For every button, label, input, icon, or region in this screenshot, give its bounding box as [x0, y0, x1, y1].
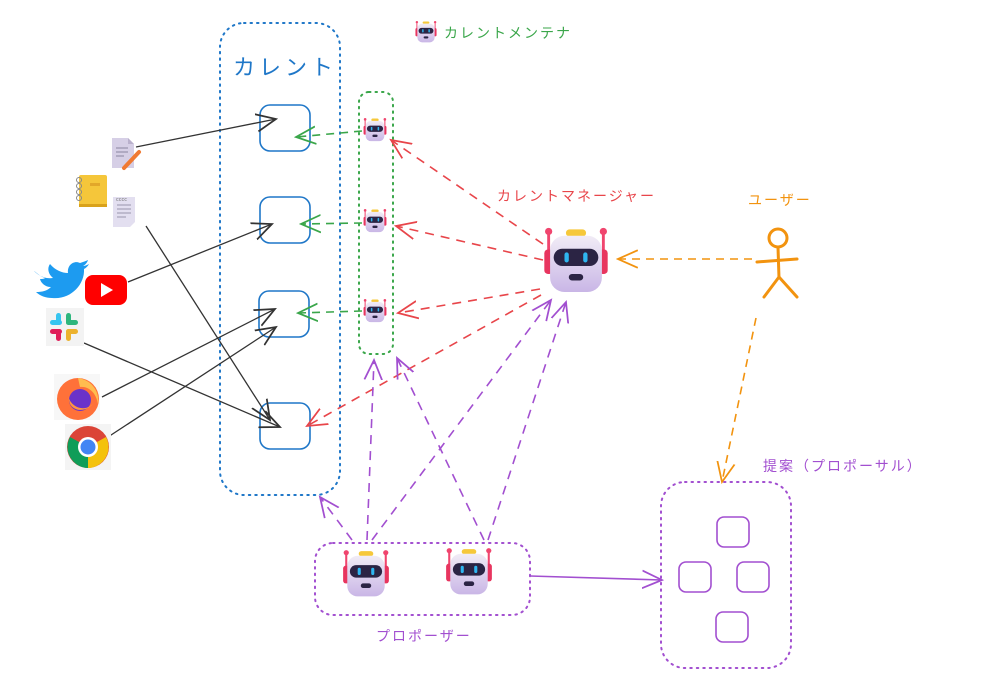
proposal-label: 提案（プロポーサル）	[763, 459, 923, 475]
current-slot[interactable]	[259, 196, 311, 244]
edge-proposer2-to-manager	[487, 302, 566, 541]
twitter-icon	[34, 260, 89, 299]
slack-icon	[46, 308, 84, 346]
edge-manager-to-slot4	[307, 294, 542, 426]
svg-text:cccc: cccc	[116, 197, 127, 203]
maintainer-robot-icon[interactable]	[363, 117, 387, 142]
current-slot[interactable]	[259, 402, 311, 450]
legend-maintainer-label: カレントメンテナ	[444, 26, 572, 42]
edge-user-to-proposal	[722, 317, 757, 482]
proposal-item[interactable]	[716, 516, 750, 548]
chrome-icon	[65, 424, 111, 470]
memo-icon: cccc	[113, 197, 135, 227]
edge-proposer2-to-maintainers	[397, 358, 485, 541]
proposer-robot-icon[interactable]	[445, 547, 493, 596]
edge-manager-to-maintainer3	[398, 288, 541, 313]
legend-robot-icon	[414, 20, 438, 43]
maintainer-edges	[296, 131, 363, 313]
firefox-icon	[54, 374, 100, 420]
edge-doc-to-slot1	[135, 119, 276, 148]
proposal-item[interactable]	[736, 561, 770, 593]
edge-slack-to-slot4	[83, 342, 280, 427]
proposal-item[interactable]	[678, 561, 712, 593]
current-slots	[258, 104, 311, 450]
edge-maintainer1	[296, 131, 363, 137]
manager-robot-icon[interactable]	[542, 226, 610, 294]
proposer-edges	[320, 300, 566, 541]
proposer-container	[314, 542, 531, 616]
user-label: ユーザー	[748, 193, 812, 209]
edge-manager-to-maintainer2	[396, 226, 544, 261]
proposal-item[interactable]	[715, 611, 749, 643]
manager-edges	[307, 140, 544, 426]
edge-firefox-to-slot3	[101, 309, 275, 398]
maintainer-robot-icon[interactable]	[363, 298, 387, 323]
user-stick-figure-icon[interactable]	[755, 227, 799, 299]
current-container	[219, 22, 341, 496]
edge-memo-to-slot4	[145, 225, 270, 420]
edge-maintainer3	[298, 311, 363, 313]
edge-maintainer2	[301, 223, 363, 224]
edge-proposers-to-proposal	[529, 576, 662, 580]
current-slot[interactable]	[259, 104, 311, 152]
proposer-robot-icon[interactable]	[342, 549, 390, 598]
user-edges	[618, 259, 757, 482]
edge-proposer1-to-maintainers	[367, 360, 374, 541]
notebook-icon	[76, 175, 107, 207]
manager-label: カレントマネージャー	[497, 189, 657, 205]
proposal-items	[678, 516, 770, 643]
edge-youtube-to-slot2	[127, 224, 272, 283]
edge-chrome-to-slot3	[107, 327, 276, 438]
edge-proposer1-to-manager	[371, 300, 551, 541]
youtube-icon	[85, 275, 127, 305]
source-edges	[83, 119, 280, 438]
maintainer-robot-icon[interactable]	[363, 208, 387, 233]
proposal-container	[660, 481, 792, 669]
document-pencil-icon	[112, 138, 141, 170]
edge-proposer1-to-current	[320, 497, 353, 541]
proposer-label: プロポーザー	[376, 629, 472, 645]
current-title: カレント	[233, 56, 338, 81]
